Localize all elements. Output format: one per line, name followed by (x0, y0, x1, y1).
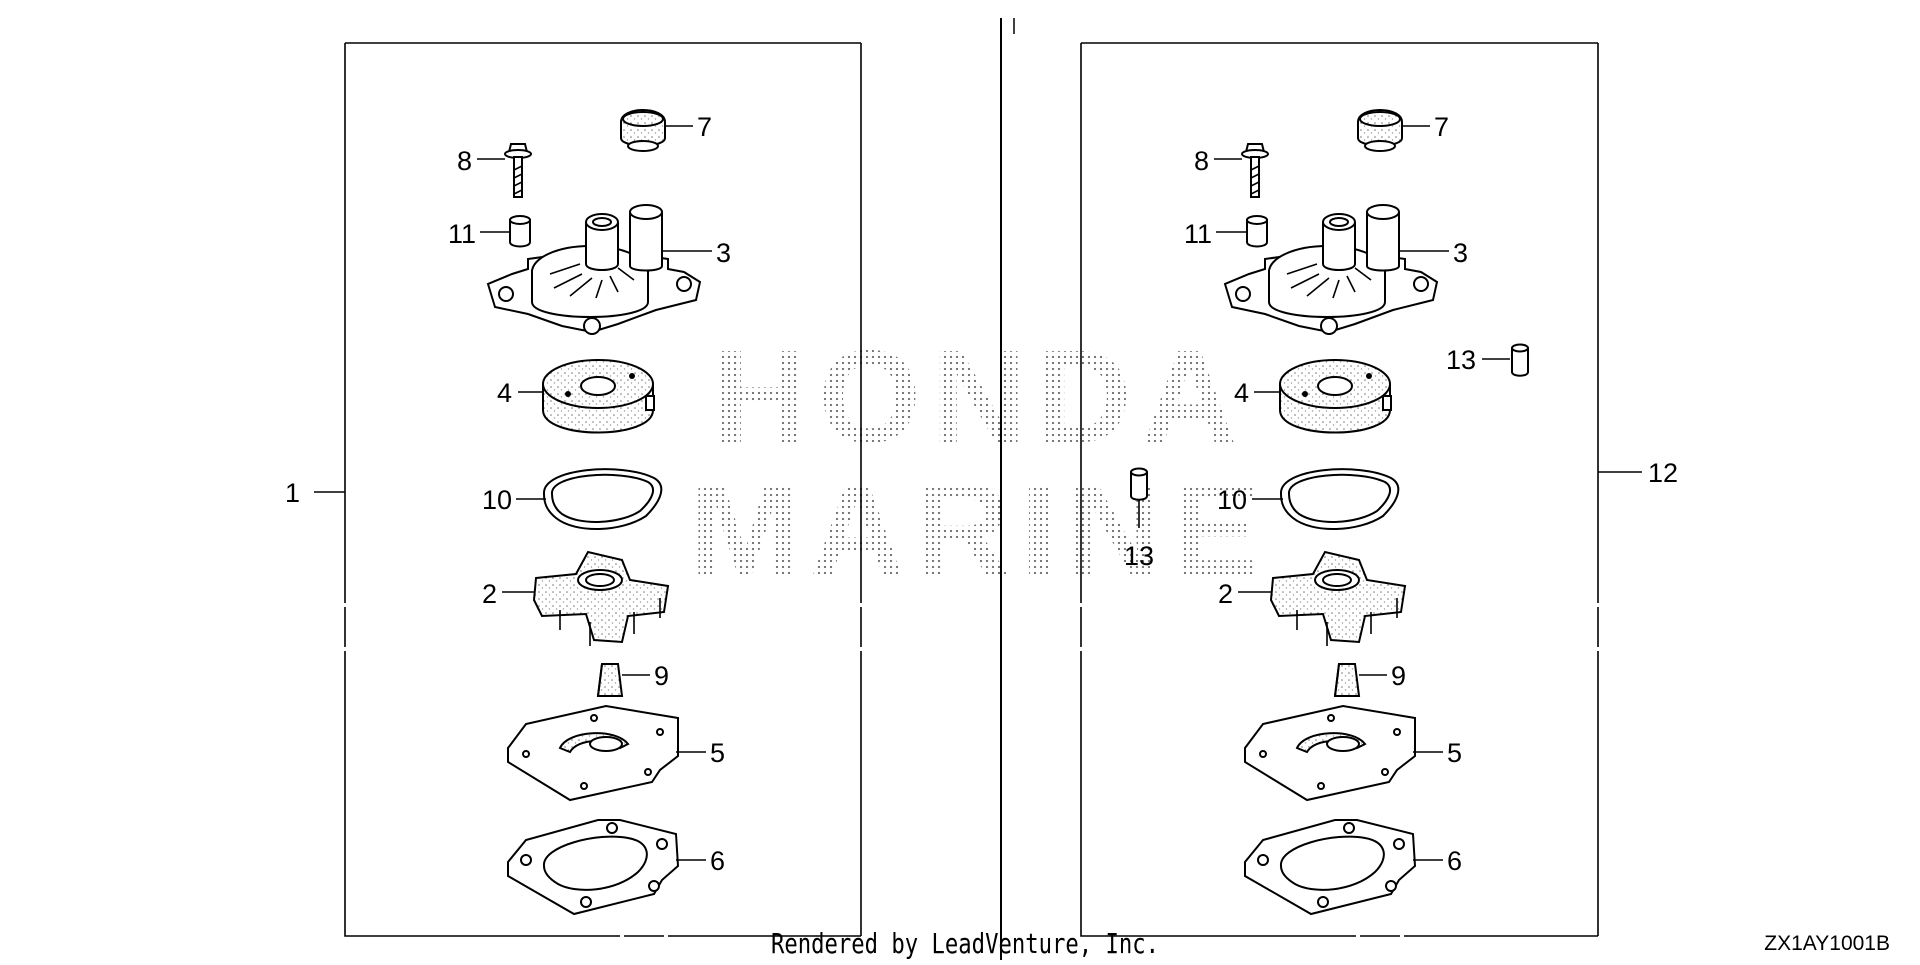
part-collar-left (509, 215, 531, 248)
callout-11-left: 11 (448, 219, 476, 249)
part-liner-right (1279, 359, 1392, 434)
callout-4-right: 4 (1234, 378, 1249, 408)
callout-6-left: 6 (710, 846, 725, 876)
part-key-right (1334, 663, 1360, 697)
watermark-line-1: HONDA (713, 323, 1247, 470)
part-key-left (597, 663, 623, 697)
callout-5-right: 5 (1447, 738, 1462, 768)
part-cap-left (620, 109, 666, 152)
part-wear-plate-left (507, 705, 679, 801)
callout-13-upper-right: 13 (1446, 345, 1476, 375)
callout-4-left: 4 (497, 378, 512, 408)
kit-label-left: 1 (285, 478, 300, 508)
kit-frame-left (344, 42, 862, 937)
callout-2-left: 2 (482, 579, 497, 609)
part-pin-lower-right (1130, 467, 1148, 501)
assembly-left: 1 7 8 11 3 4 10 2 9 5 6 (285, 42, 862, 937)
watermark-line-2: MARINE (690, 456, 1271, 603)
callout-7-left: 7 (697, 112, 712, 142)
part-pin-upper-right (1511, 343, 1529, 377)
drawing-code: ZX1AY1001B (1764, 932, 1890, 955)
callout-5-left: 5 (710, 738, 725, 768)
callout-8-right: 8 (1194, 146, 1209, 176)
part-impeller-right (1270, 551, 1406, 647)
callout-7-right: 7 (1434, 112, 1449, 142)
render-credit: Rendered by LeadVenture, Inc. (771, 927, 1159, 960)
part-cap-right (1357, 109, 1403, 152)
callout-9-right: 9 (1391, 661, 1406, 691)
part-gasket-left (507, 819, 679, 915)
callout-9-left: 9 (654, 661, 669, 691)
part-impeller-left (533, 551, 669, 647)
callout-2-right: 2 (1218, 579, 1233, 609)
part-seal-ring-right (1279, 468, 1400, 531)
callout-3-right: 3 (1453, 238, 1468, 268)
part-bolt-right (1241, 143, 1269, 198)
part-wear-plate-right (1244, 705, 1416, 801)
callout-10-left: 10 (482, 485, 512, 515)
watermark: HONDA MARINE (690, 323, 1271, 603)
assembly-right: 12 7 8 11 3 13 4 10 13 2 9 5 (1080, 42, 1678, 937)
callout-10-right: 10 (1217, 485, 1247, 515)
kit-label-right: 12 (1648, 458, 1678, 488)
callout-6-right: 6 (1447, 846, 1462, 876)
part-seal-ring-left (542, 468, 663, 531)
kit-frame-right (1080, 42, 1599, 937)
part-collar-right (1246, 215, 1268, 248)
callout-13-lower-right: 13 (1124, 541, 1154, 571)
callout-8-left: 8 (457, 146, 472, 176)
part-gasket-right (1244, 819, 1416, 915)
callout-3-left: 3 (716, 238, 731, 268)
part-bolt-left (504, 143, 532, 198)
callout-11-right: 11 (1184, 219, 1212, 249)
part-liner-left (542, 359, 655, 434)
